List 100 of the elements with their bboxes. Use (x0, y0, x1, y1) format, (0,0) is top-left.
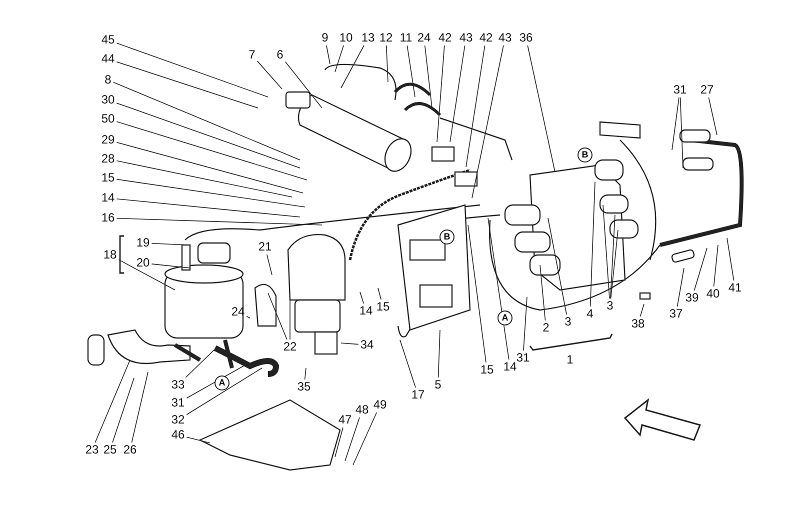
leader-line (540, 264, 546, 321)
callout-number: 34 (359, 338, 375, 352)
leader-line (527, 45, 556, 172)
callout-number: 43 (458, 32, 474, 44)
callout-number: 5 (434, 378, 442, 392)
leader-line (548, 218, 567, 315)
leader-line (340, 45, 364, 88)
callout-number: 37 (668, 308, 684, 320)
leader-line (523, 296, 528, 351)
leader-line (713, 244, 718, 287)
leader-line (676, 268, 684, 307)
callout-number: 20 (135, 256, 151, 270)
callout-number: 15 (100, 172, 116, 184)
leader-line (488, 218, 510, 360)
circled-letter: A (498, 310, 512, 326)
callout-number: 33 (170, 378, 186, 392)
callout-number: 25 (102, 444, 118, 456)
callout-number: 12 (378, 32, 394, 44)
leader-line (116, 61, 258, 108)
leader-line (640, 304, 644, 317)
callout-number: 8 (104, 74, 112, 86)
callout-number: 18 (102, 248, 118, 262)
leader-line (131, 372, 148, 443)
callout-number: 30 (100, 94, 116, 106)
leader-line (708, 97, 718, 136)
callout-number: 27 (699, 84, 715, 96)
callout-number: 42 (478, 32, 494, 44)
callout-number: 15 (375, 300, 391, 314)
leader-line (266, 254, 272, 276)
leader-line (466, 45, 486, 168)
callout-number: 48 (354, 404, 370, 416)
leader-line (436, 45, 445, 142)
leader-line (116, 178, 306, 208)
callout-number: 45 (100, 34, 116, 46)
leader-line (116, 42, 268, 98)
callout-number: 31 (672, 84, 688, 96)
leader-line (116, 198, 300, 218)
callout-number: 15 (479, 364, 495, 376)
callout-number: 10 (338, 32, 354, 44)
leader-line (186, 368, 262, 416)
leader-line (268, 292, 288, 340)
callout-number: 3 (564, 316, 572, 328)
leader-line (185, 350, 214, 378)
leader-line (334, 427, 344, 458)
callout-number: 9 (320, 32, 330, 44)
leader-line (304, 368, 306, 380)
leader-line (246, 316, 250, 318)
callout-number: 13 (360, 32, 376, 44)
callout-number: 3 (606, 300, 614, 312)
leader-line (186, 364, 248, 398)
callout-number: 4 (586, 308, 594, 320)
callout-number: 28 (100, 152, 116, 166)
leader-line (386, 45, 388, 82)
callout-number: 1 (566, 354, 574, 366)
leader-line (602, 204, 610, 299)
leader-line (472, 45, 504, 198)
leader-line (680, 97, 684, 168)
leader-line (610, 230, 618, 299)
callout-number: 14 (502, 360, 518, 374)
callout-number: 23 (84, 444, 100, 456)
callout-number: 24 (416, 32, 432, 44)
leader-line (378, 288, 382, 300)
leader-line (186, 436, 210, 444)
callout-number: 17 (410, 388, 426, 402)
leader-line (116, 218, 322, 226)
callout-number: 39 (684, 292, 700, 304)
callout-number: 36 (518, 32, 534, 44)
leader-line (118, 259, 176, 290)
leader-line (424, 45, 432, 108)
leader-line (116, 142, 304, 194)
callout-number: 14 (100, 192, 116, 204)
leader-line (116, 102, 300, 168)
callout-number: 21 (257, 240, 273, 254)
callout-number: 41 (727, 282, 743, 294)
leader-line (726, 238, 734, 281)
callout-number: 2 (542, 322, 550, 334)
leader-line (334, 45, 344, 72)
leader-line (352, 412, 378, 466)
leader-line (116, 121, 308, 180)
callout-number: 19 (135, 236, 151, 250)
callout-number: 14 (358, 304, 374, 318)
callout-number: 44 (100, 52, 116, 66)
leader-line (406, 45, 416, 98)
callout-number: 46 (170, 428, 186, 442)
leader-line (116, 160, 292, 198)
leader-line (256, 60, 282, 90)
leader-line (694, 248, 708, 291)
callout-number: 38 (630, 318, 646, 330)
leader-line (112, 82, 300, 160)
callout-number: 16 (100, 212, 116, 224)
callout-number: 31 (515, 352, 531, 364)
leader-line (438, 330, 440, 378)
leader-line (340, 342, 359, 345)
leader-line (610, 214, 616, 299)
circled-letter: A (214, 376, 230, 390)
leader-line (468, 224, 486, 363)
leader-line (326, 45, 330, 64)
leader-line (400, 340, 416, 388)
callout-number: 42 (437, 32, 453, 44)
callout-number: 49 (372, 398, 388, 412)
